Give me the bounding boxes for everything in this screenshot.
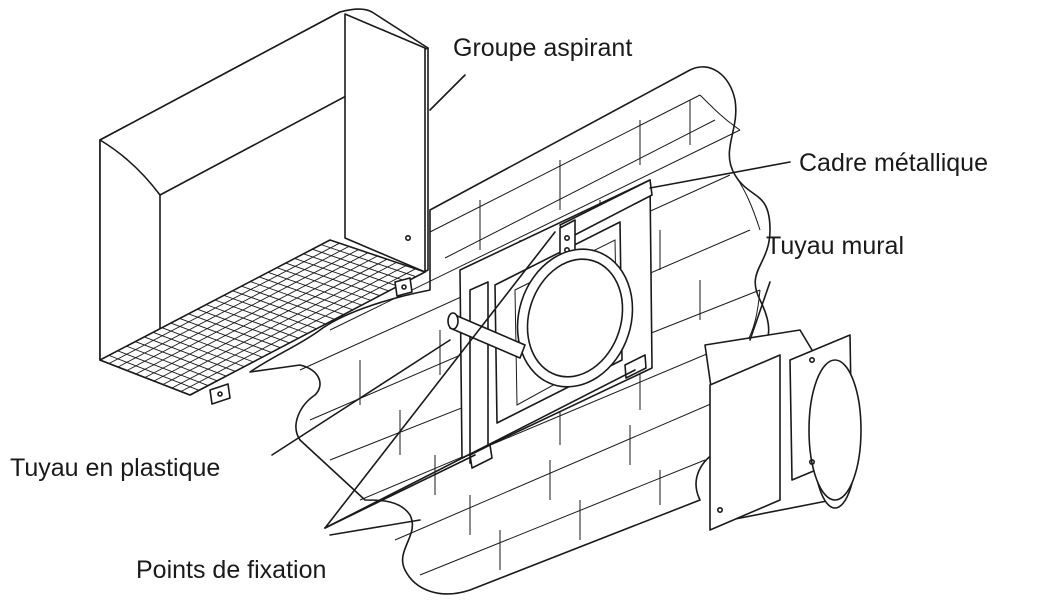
wall-tube — [704, 329, 862, 531]
leader-cadre-metallique — [649, 161, 791, 189]
leader-groupe-aspirant — [429, 74, 466, 111]
grille-line — [180, 268, 416, 392]
label-points-fixation: Points de fixation — [136, 556, 326, 584]
label-tuyau-plastique: Tuyau en plastique — [10, 454, 220, 482]
leader-lines — [271, 74, 791, 536]
grille-line — [117, 246, 350, 368]
label-cadre-metallique: Cadre métallique — [799, 149, 988, 177]
leader-tuyau-plastique — [271, 339, 451, 456]
leader-tuyau-mural — [749, 281, 771, 341]
leader-fixation-1 — [324, 231, 556, 529]
suction-unit — [99, 8, 429, 405]
grille-line — [144, 255, 378, 378]
grille-line — [126, 249, 359, 371]
plastic-pipe — [447, 312, 526, 359]
labels: Groupe aspirant Cadre métallique Tuyau m… — [10, 34, 988, 584]
leader-fixation-4 — [329, 519, 421, 536]
grille-line — [135, 252, 369, 375]
label-tuyau-mural: Tuyau mural — [766, 232, 904, 260]
grille-line — [108, 242, 340, 364]
leader-fixation-3 — [324, 369, 636, 529]
grille-line — [162, 262, 397, 385]
label-groupe-aspirant: Groupe aspirant — [453, 34, 632, 62]
grille-line — [171, 265, 407, 389]
round-collar — [516, 248, 634, 388]
grille-line — [153, 258, 388, 382]
